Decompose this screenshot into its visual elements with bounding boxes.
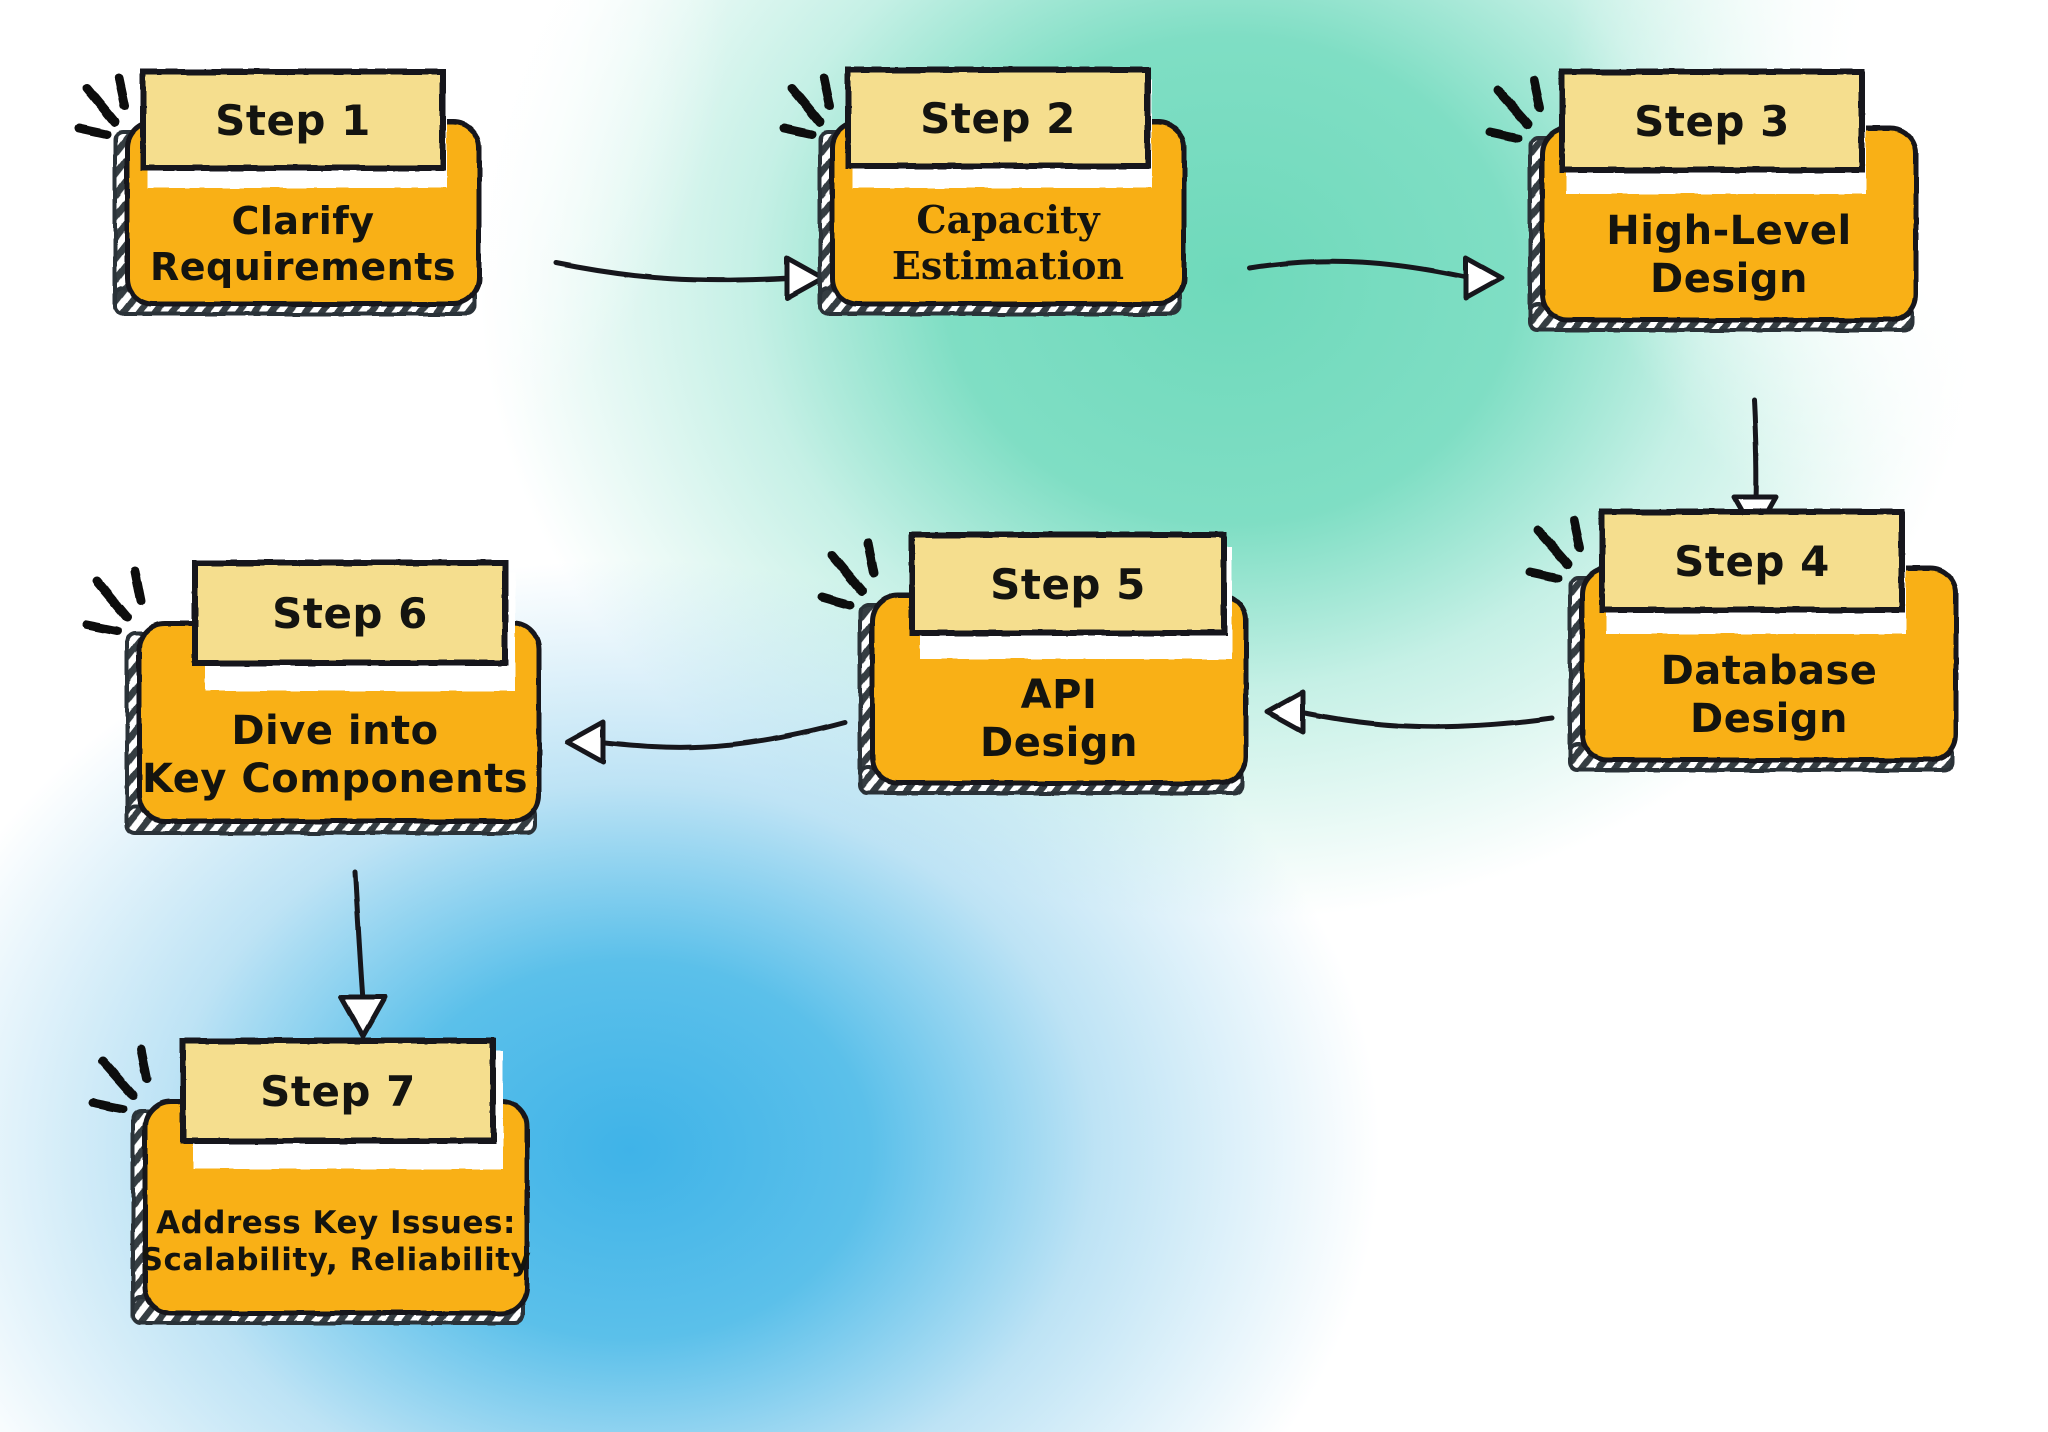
node-step-6[interactable]: Step 6 Dive into Key Components [82, 545, 595, 845]
node-step-5[interactable]: Step 5 API Design [817, 525, 1300, 805]
node-step-7[interactable]: Step 7 Address Key Issues: Scalability, … [88, 1025, 575, 1335]
node-step-3[interactable]: Step 3 High-Level Design [1485, 60, 1970, 340]
edge-step1-to-step2 [553, 255, 826, 301]
edge-step6-to-step7 [338, 869, 388, 1039]
node-step-2[interactable]: Step 2 Capacity Estimation [779, 60, 1260, 320]
node-step-4[interactable]: Step 4 Database Design [1525, 500, 2010, 780]
edge-step2-to-step3 [1247, 255, 1505, 301]
edge-step4-to-step5 [1264, 689, 1555, 735]
edge-step5-to-step6 [564, 719, 848, 765]
node-step-1[interactable]: Step 1 Clarify Requirements [74, 60, 555, 320]
